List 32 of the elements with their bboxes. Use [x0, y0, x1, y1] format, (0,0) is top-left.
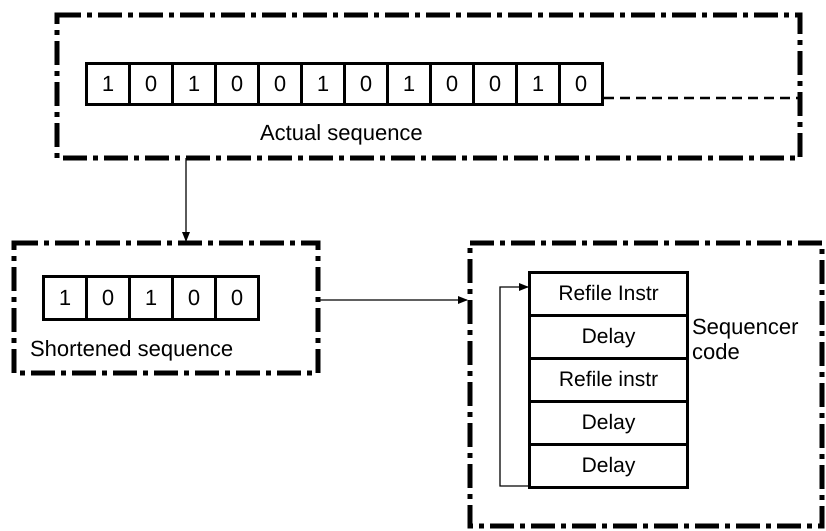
bit-box: 0 — [558, 62, 604, 106]
arrow — [320, 296, 468, 304]
connector-line — [604, 96, 798, 100]
bit-box: 1 — [171, 62, 217, 106]
instruction-row: Refile instr — [528, 357, 689, 403]
bit-box: 0 — [85, 275, 131, 321]
bit-box: 1 — [300, 62, 346, 106]
instruction-row: Delay — [528, 443, 689, 489]
frame-caption: Shortened sequence — [30, 336, 234, 362]
bit-box: 1 — [515, 62, 561, 106]
bit-box: 0 — [214, 275, 260, 321]
bit-box: 1 — [386, 62, 432, 106]
instruction-row: Refile Instr — [528, 271, 689, 317]
frame-caption: Actual sequence — [260, 120, 423, 146]
bit-box: 0 — [343, 62, 389, 106]
dash-dot-frame — [470, 243, 822, 526]
bit-box: 0 — [171, 275, 217, 321]
instruction-row: Delay — [528, 400, 689, 446]
dash-dot-frame — [57, 15, 800, 158]
bit-box: 0 — [429, 62, 475, 106]
arrow — [182, 158, 190, 242]
bit-box: 0 — [214, 62, 260, 106]
bit-box: 1 — [42, 275, 88, 321]
instruction-row: Delay — [528, 314, 689, 360]
bit-box: 1 — [128, 275, 174, 321]
frame-caption: Sequencer code — [692, 314, 800, 365]
bit-box: 0 — [472, 62, 518, 106]
arrow — [499, 283, 529, 487]
dash-dot-frame — [14, 243, 318, 373]
bit-box: 0 — [128, 62, 174, 106]
bit-box: 0 — [257, 62, 303, 106]
bit-box: 1 — [85, 62, 131, 106]
